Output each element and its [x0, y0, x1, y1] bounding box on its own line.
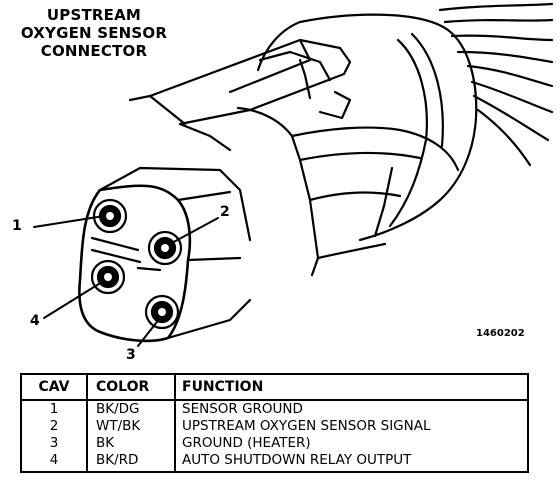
callout-3: 3	[126, 347, 136, 363]
cavity-3	[144, 294, 180, 330]
callout-4: 4	[30, 313, 40, 329]
cell-cav: 1	[21, 400, 88, 418]
cell-function: UPSTREAM OXYGEN SENSOR SIGNAL	[182, 418, 431, 434]
leader-2	[169, 217, 219, 245]
header-color: COLOR	[87, 374, 176, 401]
table-row: 1 BK/DG SENSOR GROUND	[21, 400, 528, 418]
leader-3	[137, 317, 161, 347]
cell-color: BK/RD	[87, 452, 176, 472]
cell-color: WT/BK	[87, 418, 176, 435]
title-line-3: CONNECTOR	[40, 42, 148, 60]
cavity-4	[90, 259, 126, 295]
cavity-1	[92, 198, 128, 234]
table-row: 4 BK/RD AUTO SHUTDOWN RELAY OUTPUT	[21, 452, 528, 472]
cell-function: SENSOR GROUND	[182, 401, 303, 417]
cell-function: GROUND (HEATER)	[182, 435, 311, 451]
title-line-1: UPSTREAM	[46, 6, 142, 24]
table-header-row: CAV COLOR FUNCTION	[21, 374, 528, 401]
cell-cav: 3	[21, 435, 88, 452]
cell-color: BK/DG	[87, 400, 176, 418]
title-line-2: OXYGEN SENSOR	[20, 24, 168, 42]
cavity-2	[147, 230, 183, 266]
pinout-table: CAV COLOR FUNCTION 1 BK/DG SENSOR GROUND…	[20, 373, 529, 473]
table-row: 2 WT/BK UPSTREAM OXYGEN SENSOR SIGNAL	[21, 418, 528, 435]
header-cav: CAV	[21, 374, 88, 401]
diagram-title: UPSTREAM OXYGEN SENSOR CONNECTOR	[14, 6, 174, 60]
leader-1	[33, 215, 105, 228]
callout-leaders	[33, 215, 219, 347]
cell-function: AUTO SHUTDOWN RELAY OUTPUT	[182, 452, 412, 468]
connector-face	[78, 166, 252, 343]
callout-1: 1	[12, 218, 22, 234]
leader-4	[43, 281, 103, 319]
wire-bundle	[438, 2, 554, 167]
cell-cav: 2	[21, 418, 88, 435]
header-function: FUNCTION	[175, 374, 528, 401]
callout-2: 2	[220, 204, 230, 220]
cell-cav: 4	[21, 452, 88, 472]
connector-housing	[236, 13, 478, 277]
table-row: 3 BK GROUND (HEATER)	[21, 435, 528, 452]
connector-drawing	[33, 2, 554, 347]
figure-id: 1460202	[476, 328, 525, 339]
locking-latch	[128, 38, 352, 152]
cell-color: BK	[87, 435, 176, 452]
